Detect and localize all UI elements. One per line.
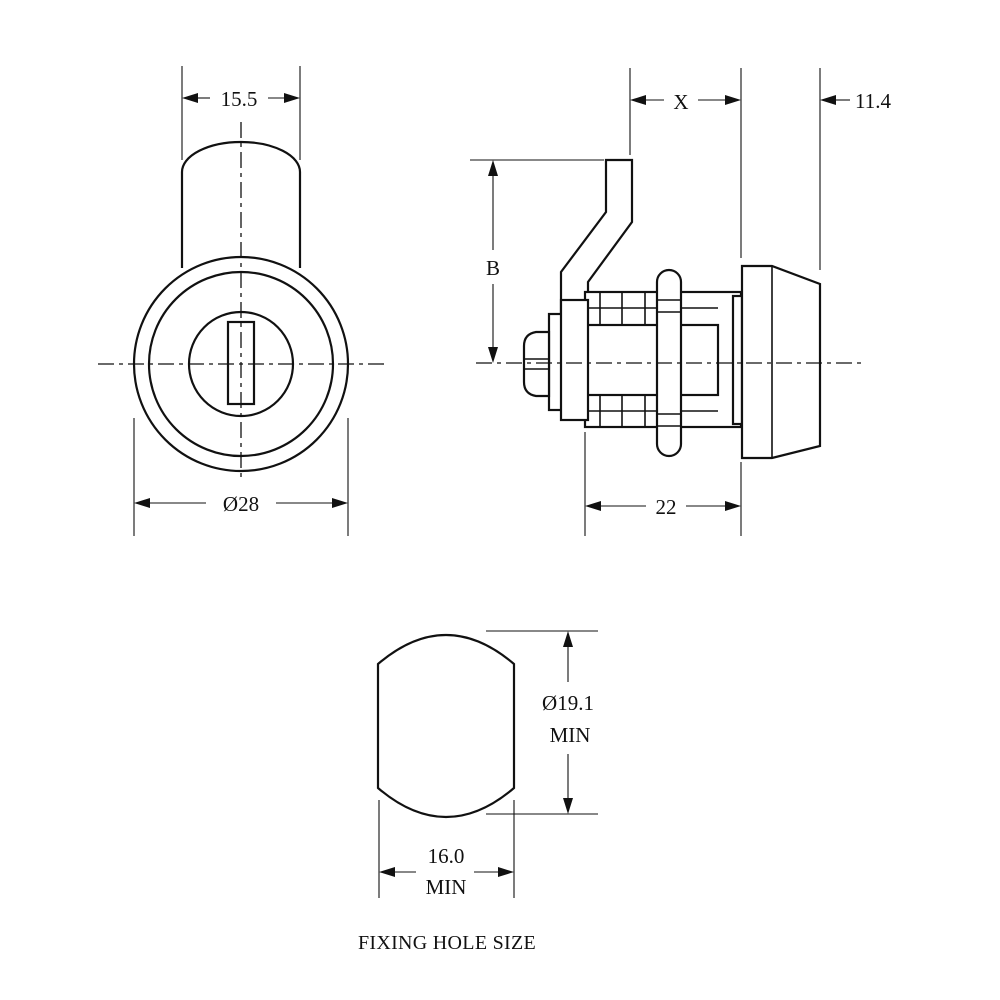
fixing-hole-caption: FIXING HOLE SIZE — [358, 932, 536, 954]
fixing-hole-view: Ø19.1 MIN 16.0 MIN FIXING HOLE SIZE — [358, 630, 598, 954]
dimension-b: B — [470, 159, 604, 363]
fixing-hole-outline — [376, 634, 516, 818]
side-view: X 11.4 B 22 — [470, 68, 891, 536]
thread-marks — [585, 292, 718, 427]
dimension-11-4: 11.4 — [819, 68, 891, 270]
front-view: 15.5 Ø28 — [98, 66, 384, 536]
dim-label-diameter-min: MIN — [550, 723, 591, 747]
dimension-x: X — [629, 68, 742, 258]
dim-label-x: X — [673, 90, 688, 114]
dimension-diameter-28: Ø28 — [133, 418, 349, 536]
dim-label-width-min: MIN — [426, 875, 467, 899]
dim-label-16-0: 16.0 — [428, 844, 465, 868]
dim-label-11-4: 11.4 — [855, 89, 891, 113]
dim-label-diameter-28: Ø28 — [223, 492, 259, 516]
dim-label-b: B — [486, 256, 500, 280]
dim-label-diameter-19-1: Ø19.1 — [542, 691, 594, 715]
cam-plate-side — [559, 298, 590, 422]
cam-arm — [559, 158, 634, 332]
lock-face — [740, 264, 822, 460]
cam-screw-head — [522, 330, 551, 398]
dimension-22: 22 — [584, 432, 742, 536]
flange-washer — [731, 294, 744, 426]
dim-label-15-5: 15.5 — [221, 87, 258, 111]
dimension-16-0: 16.0 MIN — [378, 800, 515, 899]
dim-label-22: 22 — [656, 495, 677, 519]
dimension-15-5: 15.5 — [181, 66, 301, 160]
dimension-diameter-19-1: Ø19.1 MIN — [486, 630, 598, 815]
